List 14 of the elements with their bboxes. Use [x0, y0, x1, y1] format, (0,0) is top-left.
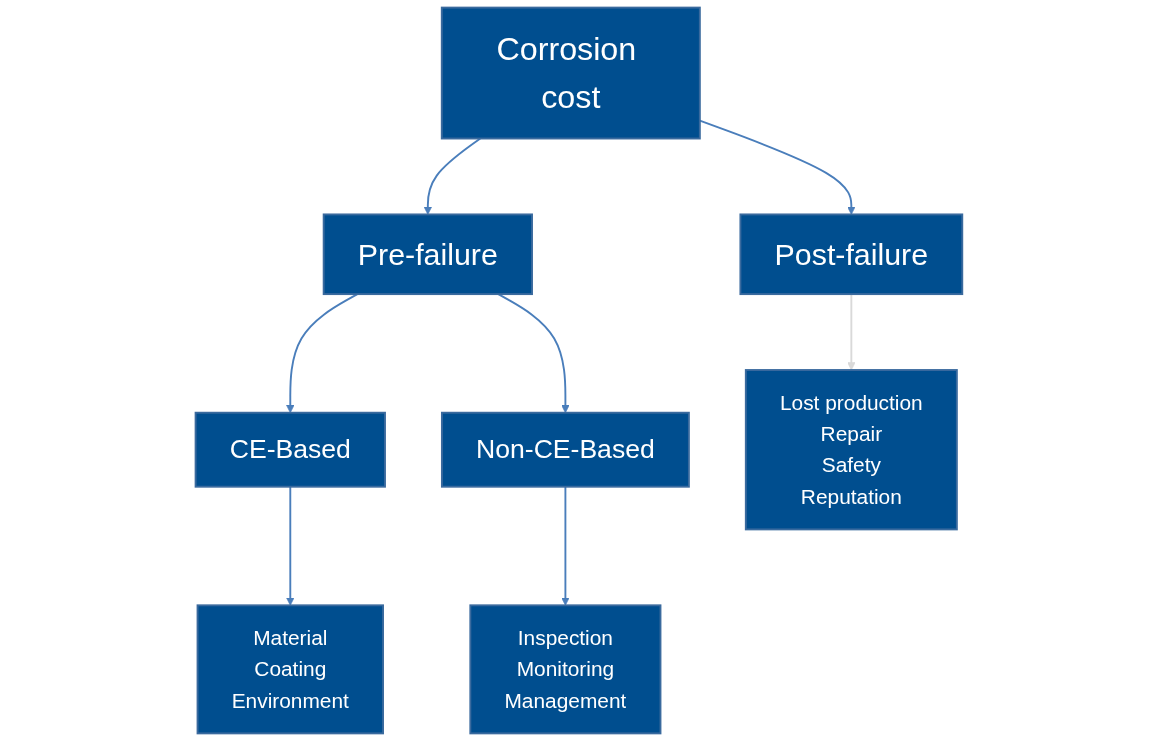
node-box: Corrosion cost	[440, 6, 701, 140]
arrow	[423, 137, 481, 215]
arrow	[285, 485, 295, 606]
node-box: Material Coating Environment	[196, 604, 384, 735]
node-box: Lost production Repair Safety Reputation	[744, 369, 958, 531]
node-box: Pre-failure	[322, 213, 533, 296]
arrow	[496, 293, 570, 414]
node-box: CE-Based	[194, 411, 386, 488]
node-box: Inspection Monitoring Management	[468, 604, 661, 735]
arrow	[560, 485, 570, 606]
node-box: Non-CE-Based	[440, 411, 690, 488]
node-box: Post-failure	[739, 213, 963, 296]
arrow	[846, 293, 856, 371]
arrow	[285, 293, 358, 414]
